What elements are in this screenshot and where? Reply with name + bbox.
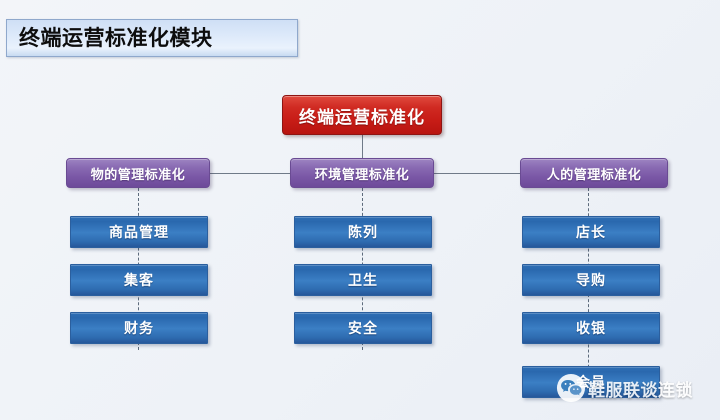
page-title: 终端运营标准化模块 [19, 26, 213, 50]
node-leaf-center-1[interactable]: 陈列 [294, 216, 432, 248]
node-branch-left-label: 物的管理标准化 [90, 166, 186, 182]
node-branch-right-label: 人的管理标准化 [546, 166, 642, 182]
node-root[interactable]: 终端运营标准化 [282, 95, 442, 135]
node-leaf-right-3-label: 收银 [576, 320, 606, 336]
node-leaf-left-3[interactable]: 财务 [70, 312, 208, 344]
node-leaf-right-2-label: 导购 [576, 272, 606, 288]
node-leaf-center-3[interactable]: 安全 [294, 312, 432, 344]
node-leaf-center-2[interactable]: 卫生 [294, 264, 432, 296]
node-leaf-right-1-label: 店长 [576, 224, 606, 240]
connector-root-stem [362, 135, 363, 173]
node-leaf-center-1-label: 陈列 [348, 224, 378, 240]
node-leaf-right-2[interactable]: 导购 [522, 264, 660, 296]
node-branch-center-label: 环境管理标准化 [314, 166, 410, 182]
node-leaf-right-4-label: 会员 [576, 374, 606, 390]
node-leaf-left-3-label: 财务 [124, 320, 154, 336]
node-leaf-left-1-label: 商品管理 [109, 224, 169, 240]
node-leaf-left-2[interactable]: 集客 [70, 264, 208, 296]
node-leaf-center-2-label: 卫生 [348, 272, 378, 288]
node-branch-right[interactable]: 人的管理标准化 [520, 158, 668, 188]
node-root-label: 终端运营标准化 [299, 107, 425, 127]
node-branch-left[interactable]: 物的管理标准化 [66, 158, 210, 188]
node-leaf-right-3[interactable]: 收银 [522, 312, 660, 344]
node-leaf-right-4[interactable]: 会员 [522, 366, 660, 398]
node-leaf-left-2-label: 集客 [124, 272, 154, 288]
node-branch-center[interactable]: 环境管理标准化 [290, 158, 434, 188]
node-leaf-left-1[interactable]: 商品管理 [70, 216, 208, 248]
node-leaf-center-3-label: 安全 [348, 320, 378, 336]
page-title-box: 终端运营标准化模块 [6, 19, 298, 57]
node-leaf-right-1[interactable]: 店长 [522, 216, 660, 248]
